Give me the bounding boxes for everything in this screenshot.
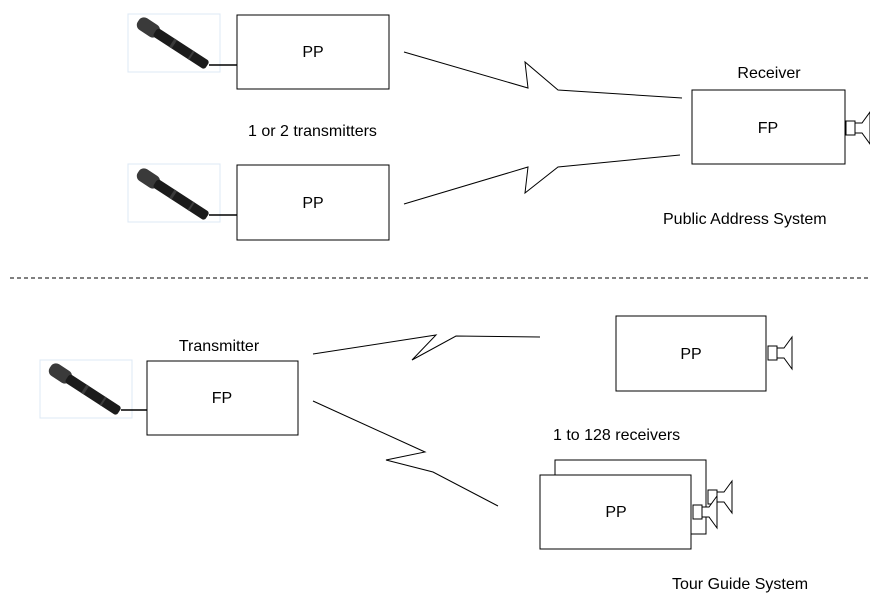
speaker-icon — [845, 111, 870, 145]
receiver-fp-box: FP — [691, 89, 846, 165]
transmitter-fp-box: FP — [146, 360, 299, 436]
receivers-count-label: 1 to 128 receivers — [553, 427, 680, 444]
transmitter-title: Transmitter — [179, 338, 260, 355]
microphone-icon — [127, 163, 237, 223]
receiver-title: Receiver — [737, 65, 801, 82]
transmitter-pp-box-2: PP — [236, 164, 390, 241]
speaker-icon — [767, 336, 793, 370]
receiver-pp-box-1: PP — [615, 315, 767, 392]
fp-label: FP — [212, 390, 232, 407]
radio-signal-icon — [312, 400, 499, 507]
pp-label: PP — [302, 195, 323, 212]
microphone-icon — [39, 359, 147, 419]
radio-signal-icon — [403, 154, 681, 205]
pp-label: PP — [302, 44, 323, 61]
transmitter-pp-box-1: PP — [236, 14, 390, 90]
radio-signal-icon — [312, 334, 541, 361]
tour-guide-system-label: Tour Guide System — [672, 576, 808, 593]
pp-label: PP — [680, 346, 701, 363]
microphone-icon — [127, 13, 237, 73]
pp-label: PP — [605, 504, 626, 521]
transmitters-count-label: 1 or 2 transmitters — [248, 123, 377, 140]
public-address-system-label: Public Address System — [663, 211, 827, 228]
fp-label: FP — [758, 120, 778, 137]
receiver-pp-stack: PP — [539, 459, 733, 550]
radio-signal-icon — [403, 51, 683, 99]
